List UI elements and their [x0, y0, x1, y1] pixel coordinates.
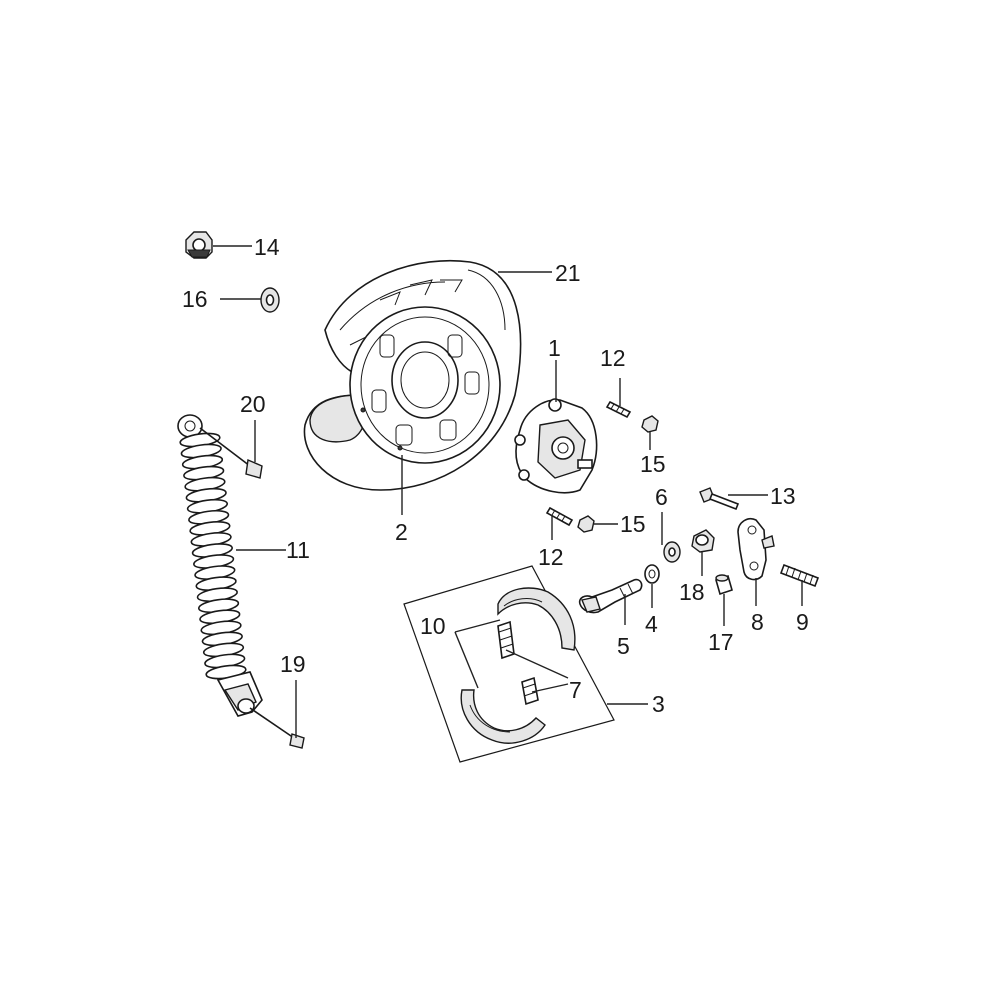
callout-2: 2	[395, 519, 408, 545]
part-15-nut-lower	[577, 515, 595, 533]
part-16-washer	[260, 287, 280, 313]
callout-9: 9	[796, 609, 809, 635]
callout-3: 3	[652, 691, 665, 717]
callout-19: 19	[280, 651, 306, 677]
part-12-stud-upper	[605, 400, 632, 419]
part-1-brake-panel	[514, 398, 598, 494]
part-15-nut-upper	[641, 415, 659, 433]
leader-10-a	[454, 619, 501, 633]
callout-16: 16	[182, 286, 208, 312]
part-20-bolt	[199, 427, 263, 479]
callout-15-lower: 15	[620, 511, 646, 537]
part-8-brake-arm	[737, 517, 775, 581]
part-12-stud-lower	[545, 506, 574, 527]
callout-14: 14	[254, 234, 280, 260]
part-2-wheel-rim	[349, 306, 501, 464]
callout-12-lower: 12	[538, 544, 564, 570]
callout-10: 10	[420, 613, 446, 639]
callout-4: 4	[645, 611, 658, 637]
part-5-brake-cam	[578, 578, 643, 614]
part-3-brake-shoe-set	[403, 565, 615, 763]
leader-7-a	[505, 649, 569, 679]
part-4-seal	[644, 564, 660, 584]
leader-10-b	[454, 631, 479, 689]
part-19-bolt	[249, 707, 305, 749]
callout-5: 5	[617, 633, 630, 659]
callout-8: 8	[751, 609, 764, 635]
callout-18: 18	[679, 579, 705, 605]
part-17-pin	[715, 574, 733, 596]
callout-12-upper: 12	[600, 345, 626, 371]
callout-11: 11	[286, 537, 310, 563]
part-13-bolt	[699, 487, 740, 511]
part-6-washer	[663, 541, 681, 563]
part-9-spring	[779, 563, 820, 588]
callout-7: 7	[569, 677, 582, 703]
part-14-nut	[185, 231, 213, 259]
part-18-bushing	[691, 529, 715, 553]
callout-21: 21	[555, 260, 581, 286]
callout-1: 1	[548, 335, 561, 361]
callout-13: 13	[770, 483, 796, 509]
callout-20: 20	[240, 391, 266, 417]
callout-15-upper: 15	[640, 451, 666, 477]
callout-6: 6	[655, 484, 668, 510]
part-11-shock-absorber	[177, 414, 263, 717]
callout-17: 17	[708, 629, 734, 655]
leader-7-b	[531, 683, 569, 693]
